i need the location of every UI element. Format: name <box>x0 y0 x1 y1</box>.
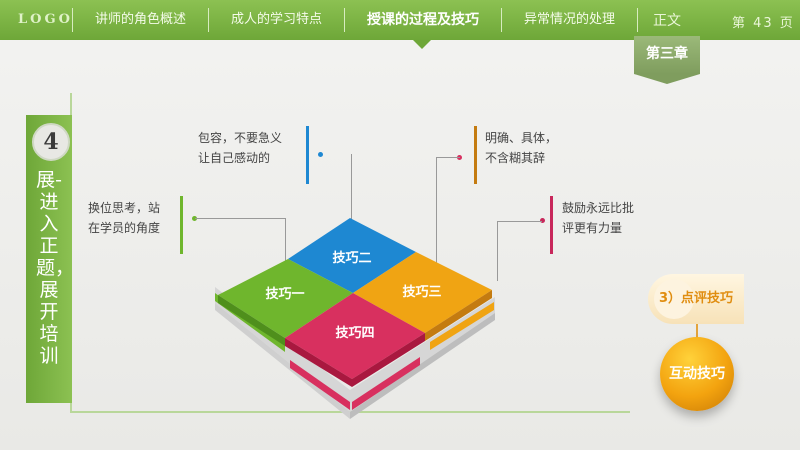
tile-two[interactable] <box>288 218 416 293</box>
chapter-badge: 第三章 <box>634 36 700 84</box>
callout-line: 在学员的角度 <box>88 221 161 235</box>
review-tips-button[interactable]: 3）点评技巧 <box>648 274 744 324</box>
base-side <box>350 313 495 419</box>
base-side <box>215 303 350 419</box>
step-number-badge: 4 <box>32 123 70 161</box>
tile-one[interactable] <box>218 259 353 338</box>
callout-line: 让自己感动的 <box>198 151 271 165</box>
top-nav-bar <box>0 0 800 40</box>
callout-line: 明确、具体， <box>485 131 558 145</box>
leader-line <box>436 157 460 158</box>
sidebar-panel: 4 展-进入正题，展开培训 <box>26 115 74 403</box>
base-side <box>215 287 495 412</box>
tile-two-label: 技巧二 <box>332 250 371 266</box>
callout-bar-blue <box>306 126 309 184</box>
callout-line: 不含糊其辞 <box>485 151 546 165</box>
callout-line: 鼓励永远比批 <box>562 201 635 215</box>
tile-four[interactable] <box>285 293 425 379</box>
tile-three-label: 技巧三 <box>402 284 441 300</box>
callout-line: 包容，不要急义 <box>198 131 283 145</box>
tile-edge <box>352 333 425 387</box>
tile-four-label: 技巧四 <box>335 325 374 341</box>
leader-line <box>436 157 437 267</box>
callout-line: 评更有力量 <box>562 221 623 235</box>
leader-line <box>497 221 498 281</box>
leader-line <box>351 154 352 224</box>
leader-dot <box>192 216 197 221</box>
tab-adult-learning[interactable]: 成人的学习特点 <box>231 12 323 27</box>
callout-bar-pink <box>550 196 553 254</box>
tab-exception-handling[interactable]: 异常情况的处理 <box>524 12 616 27</box>
nav-separator <box>208 8 210 32</box>
page-number: 第 43 页 <box>732 16 795 31</box>
tile-one-label: 技巧一 <box>265 286 304 302</box>
callout-line: 换位思考，站 <box>88 201 161 215</box>
leader-line <box>497 221 542 222</box>
stripe-orange <box>430 302 494 350</box>
section-label: 正文 <box>653 13 681 29</box>
tile-edge <box>218 295 285 346</box>
leader-dot <box>318 152 323 157</box>
interaction-skills-button[interactable]: 互动技巧 <box>660 337 734 411</box>
tab-trainer-role[interactable]: 讲师的角色概述 <box>95 12 187 27</box>
callout-tolerance: 包容，不要急义 让自己感动的 <box>198 128 282 168</box>
nav-separator <box>637 8 639 32</box>
tile-edge <box>285 338 352 387</box>
callout-bar-green <box>180 196 183 254</box>
callout-bar-orange <box>474 126 477 184</box>
callout-empathy: 换位思考，站 在学员的角度 <box>88 198 160 238</box>
callout-encouragement: 鼓励永远比批 评更有力量 <box>562 198 634 238</box>
leader-dot <box>540 218 545 223</box>
tab-teaching-process[interactable]: 授课的过程及技巧 <box>367 12 480 28</box>
leader-line <box>195 218 285 219</box>
nav-tabs: 讲师的角色概述 成人的学习特点 授课的过程及技巧 异常情况的处理 <box>72 0 639 40</box>
logo: LOGO <box>18 12 73 27</box>
stripe-pink <box>290 360 350 410</box>
leader-line <box>285 218 286 273</box>
stripe-pink <box>352 357 420 410</box>
tile-edge <box>425 290 492 341</box>
review-tips-label: 3）点评技巧 <box>658 291 734 306</box>
nav-separator <box>72 8 73 32</box>
active-tab-pointer <box>413 40 431 49</box>
ball-stem <box>696 324 698 338</box>
tile-three[interactable] <box>353 252 492 333</box>
callout-clarity: 明确、具体， 不含糊其辞 <box>485 128 557 168</box>
nav-separator <box>344 8 346 32</box>
nav-separator <box>501 8 503 32</box>
